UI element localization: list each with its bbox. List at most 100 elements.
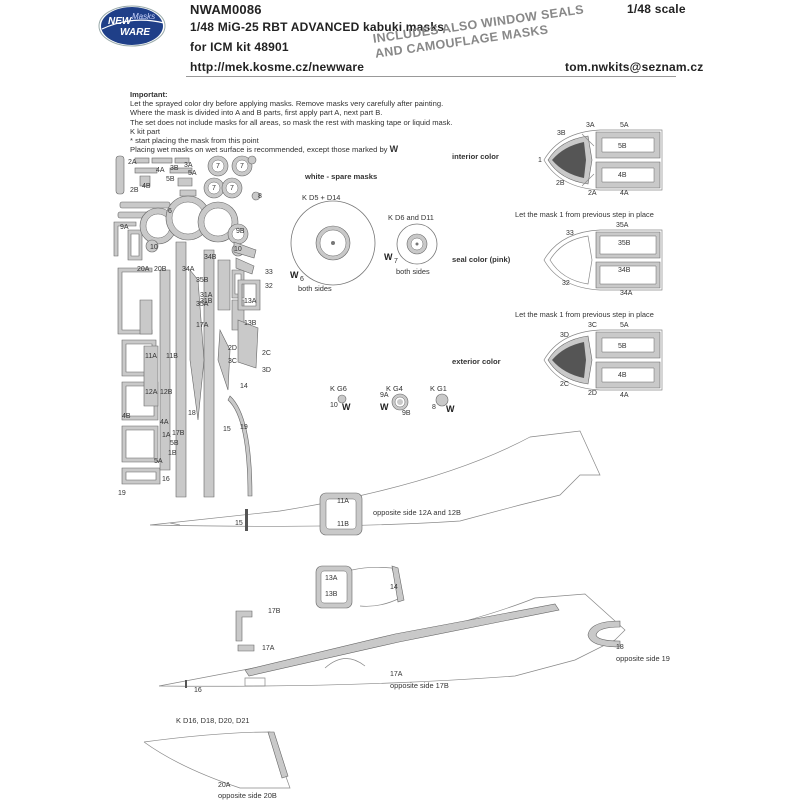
sheet-label: 7 xyxy=(212,185,216,192)
fuselage-upper-view xyxy=(149,430,601,536)
product-title: 1/48 MiG-25 RBT ADVANCED kabuki masks xyxy=(190,20,445,34)
canopy-label: 32 xyxy=(562,280,570,287)
canopy-label: 5A xyxy=(620,322,629,329)
opposite-18-note: opposite side 19 xyxy=(616,654,670,663)
opposite-20-note: opposite side 20B xyxy=(218,791,277,800)
light-g4-diagram xyxy=(391,393,409,411)
interior-color-heading: interior color xyxy=(452,152,499,161)
sheet-label: 31A xyxy=(200,292,213,299)
canopy-exterior-diagram xyxy=(543,329,663,391)
sheet-label: 5B xyxy=(170,440,179,447)
frame-14-label: 14 xyxy=(390,584,398,591)
sheet-label: 35A xyxy=(196,301,209,308)
part-18-diagram xyxy=(587,620,621,648)
sheet-label: 9A xyxy=(120,224,129,231)
sheet-label: 3B xyxy=(170,165,179,172)
logo-graphic xyxy=(98,5,166,47)
canopy-label: 34B xyxy=(618,267,631,274)
small-wheel-note: both sides xyxy=(396,267,430,276)
tail-part-diagram xyxy=(143,731,291,789)
light-id: 10 xyxy=(330,402,338,409)
small-wheel-id: 7 xyxy=(394,258,398,265)
sheet-label: 1B xyxy=(168,450,177,457)
light-kit-label: K G6 xyxy=(330,384,347,393)
sheet-label: 7 xyxy=(216,163,220,170)
website-link[interactable]: http://mek.kosme.cz/newware xyxy=(190,60,365,74)
exterior-color-heading: exterior color xyxy=(452,357,501,366)
canopy-label: 35A xyxy=(616,222,629,229)
opposite-17-note: opposite side 17B xyxy=(390,681,449,690)
canopy-seal-diagram xyxy=(543,229,663,291)
canopy-interior-diagram xyxy=(543,129,663,191)
light-w-mark: W xyxy=(380,402,389,412)
canopy-label: 3A xyxy=(586,122,595,129)
kit-parts-note: K D16, D18, D20, D21 xyxy=(176,716,250,725)
part-17a-lower-label: 17A xyxy=(390,671,403,678)
instructions: Important: Let the sprayed color dry bef… xyxy=(130,90,510,154)
part-16-label: 16 xyxy=(194,687,202,694)
sheet-label: 11A xyxy=(145,353,157,360)
big-wheel-diagram xyxy=(290,200,376,286)
light-g1-diagram xyxy=(435,393,449,407)
opposite-12-note: opposite side 12A and 12B xyxy=(373,508,461,517)
big-wheel-note: both sides xyxy=(298,284,332,293)
sheet-label: 3C xyxy=(228,358,237,365)
previous-step-note-1: Let the mask 1 from previous step in pla… xyxy=(515,210,654,219)
sheet-label: 9B xyxy=(236,228,245,235)
instruction-line: Let the sprayed color dry before applyin… xyxy=(130,99,444,109)
instruction-line: * start placing the mask from this point xyxy=(130,136,259,146)
fuselage-lower-view xyxy=(158,593,626,688)
canopy-label: 34A xyxy=(620,290,633,297)
canopy-label: 5A xyxy=(620,122,629,129)
small-wheel-kit-label: K D6 and D11 xyxy=(388,213,434,222)
small-wheel-w-mark: W xyxy=(384,252,393,262)
sheet-label: 17A xyxy=(196,322,209,329)
big-wheel-id: 6 xyxy=(300,276,304,283)
sheet-label: 7 xyxy=(240,163,244,170)
canopy-label: 35B xyxy=(618,240,631,247)
small-wheel-diagram xyxy=(396,223,438,265)
sheet-label: 10 xyxy=(150,244,158,251)
instruction-line: Where the mask is divided into A and B p… xyxy=(130,108,383,118)
logo: NEW Masks WARE xyxy=(98,5,168,47)
sheet-label: 31B xyxy=(200,298,213,305)
sheet-label: 1A xyxy=(162,432,171,439)
instruction-line: The set does not include masks for all a… xyxy=(130,117,453,127)
canopy-label: 5B xyxy=(618,143,627,150)
mask-sheet xyxy=(113,155,261,498)
light-w-mark: W xyxy=(342,402,351,412)
instructions-heading: Important: xyxy=(130,90,168,99)
sheet-label: 34B xyxy=(204,254,217,261)
logo-text-ware: WARE xyxy=(120,27,150,38)
sheet-label: 4B xyxy=(142,183,151,190)
canopy-label: 4A xyxy=(620,392,629,399)
kit-reference: for ICM kit 48901 xyxy=(190,40,289,54)
big-wheel-w-mark: W xyxy=(290,270,299,280)
sheet-label: 5B xyxy=(166,176,175,183)
w-mark: W xyxy=(389,144,399,155)
part-20a-label: 20A xyxy=(218,782,231,789)
part-18-label: 18 xyxy=(616,644,624,651)
sheet-label: 34A xyxy=(182,266,195,273)
window-13b-label: 13B xyxy=(325,591,338,598)
sheet-label: 2B xyxy=(130,187,139,194)
sheet-label: 3A xyxy=(184,162,193,169)
frame-15-label: 15 xyxy=(235,520,243,527)
header-divider xyxy=(186,76,676,77)
sheet-label: 13A xyxy=(244,298,257,305)
canopy-label: 33 xyxy=(566,230,574,237)
canopy-label: 2A xyxy=(588,190,597,197)
light-id-b: 9B xyxy=(402,410,411,417)
canopy-label: 2C xyxy=(560,381,569,388)
light-id: 9A xyxy=(380,392,389,399)
logo-text-masks: Masks xyxy=(132,12,156,21)
email-link[interactable]: tom.nwkits@seznam.cz xyxy=(565,60,704,74)
canopy-label: 4B xyxy=(618,172,627,179)
sheet-label: 6 xyxy=(168,208,172,215)
window-11b-label: 11B xyxy=(337,521,349,528)
seals-banner: INCLUDES ALSO WINDOW SEALS AND CAMOUFLAG… xyxy=(372,2,587,61)
light-g6-diagram xyxy=(337,394,347,404)
sheet-label: 14 xyxy=(240,383,248,390)
sheet-label: 19 xyxy=(240,424,248,431)
light-w-mark: W xyxy=(446,404,455,414)
